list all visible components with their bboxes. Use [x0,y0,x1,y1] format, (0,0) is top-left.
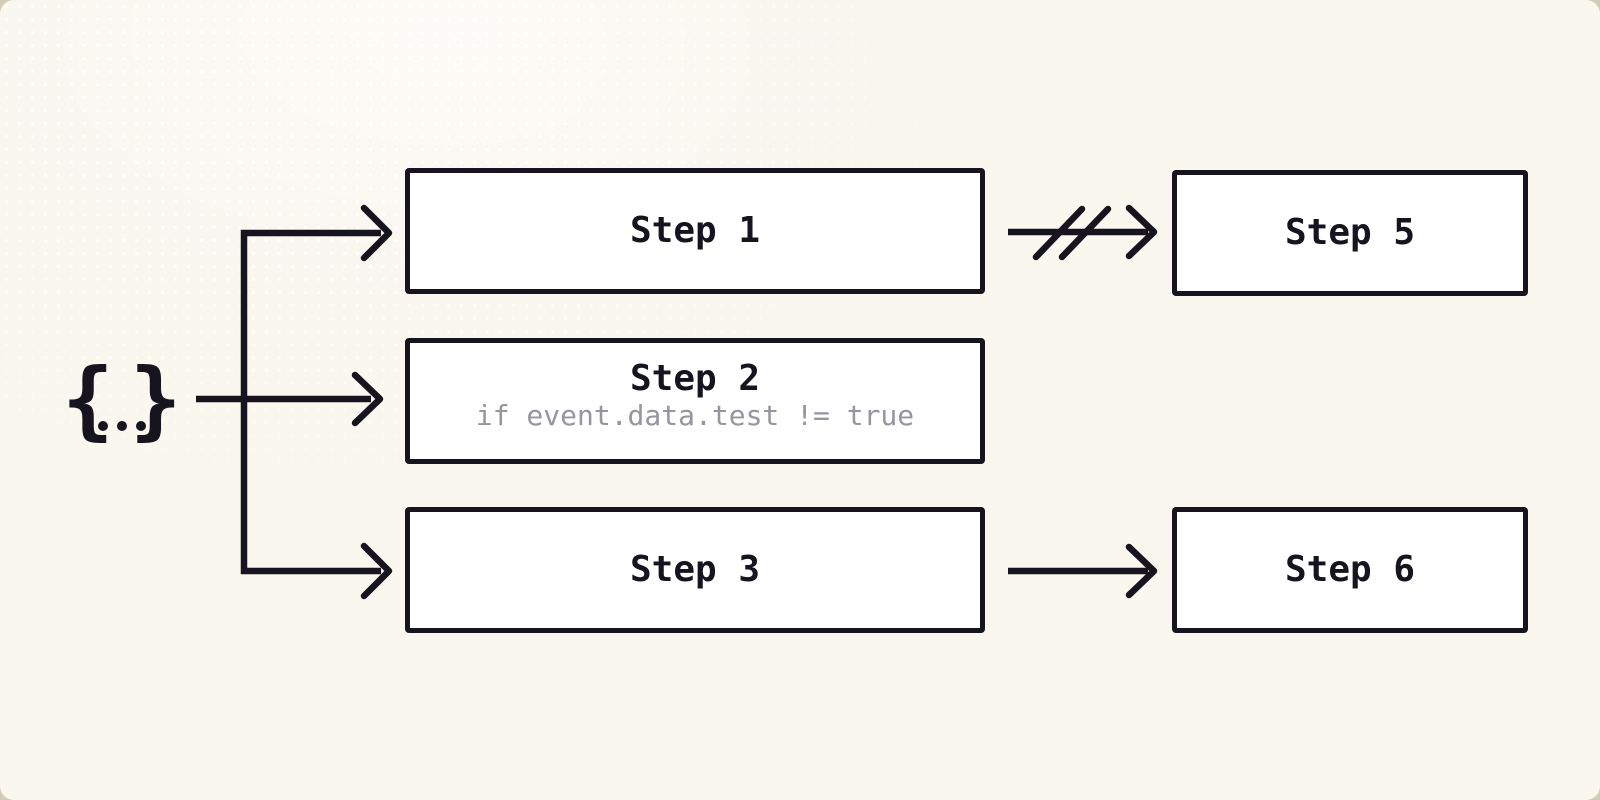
node-title: Step 2 [629,358,761,399]
node-title: Step 1 [629,210,761,251]
node-condition: if event.data.test != true [475,399,915,432]
node-content: Step 3 [630,550,760,590]
edge-trigger-step3-arrowhead [360,542,393,600]
edge-step3-step6-arrowhead [1125,543,1158,599]
node-step-3[interactable]: Step 3 [405,507,985,633]
ellipsis-dot [135,421,146,431]
edge-trigger-step1-arrowhead [360,204,393,262]
node-step-6[interactable]: Step 6 [1172,507,1528,633]
node-step-5[interactable]: Step 5 [1172,170,1528,296]
brace-left: { [62,350,114,450]
ellipsis-dots [97,421,146,431]
edge-step1-step5-arrowhead [1125,204,1158,260]
node-title: Step 3 [629,549,761,590]
edge-cancel-slash-2 [1058,205,1112,261]
node-step-2[interactable]: Step 2 if event.data.test != true [405,338,985,464]
edge-trigger-branch-rail [240,229,381,575]
ellipsis-dot [116,421,127,431]
node-content: Step 5 [1285,213,1415,253]
node-content: Step 2 if event.data.test != true [476,359,914,433]
ellipsis-dot [97,421,108,431]
brace-right: } [129,350,182,450]
edge-trigger-step2-arrowhead [351,371,384,427]
edge-cancel-slash-1 [1032,205,1086,261]
node-step-1[interactable]: Step 1 [405,168,985,294]
node-content: Step 6 [1285,550,1415,590]
braces-ellipsis-icon[interactable]: { } [62,352,182,448]
node-content: Step 1 [630,211,760,251]
node-title: Step 6 [1284,549,1416,590]
node-title: Step 5 [1284,212,1416,253]
